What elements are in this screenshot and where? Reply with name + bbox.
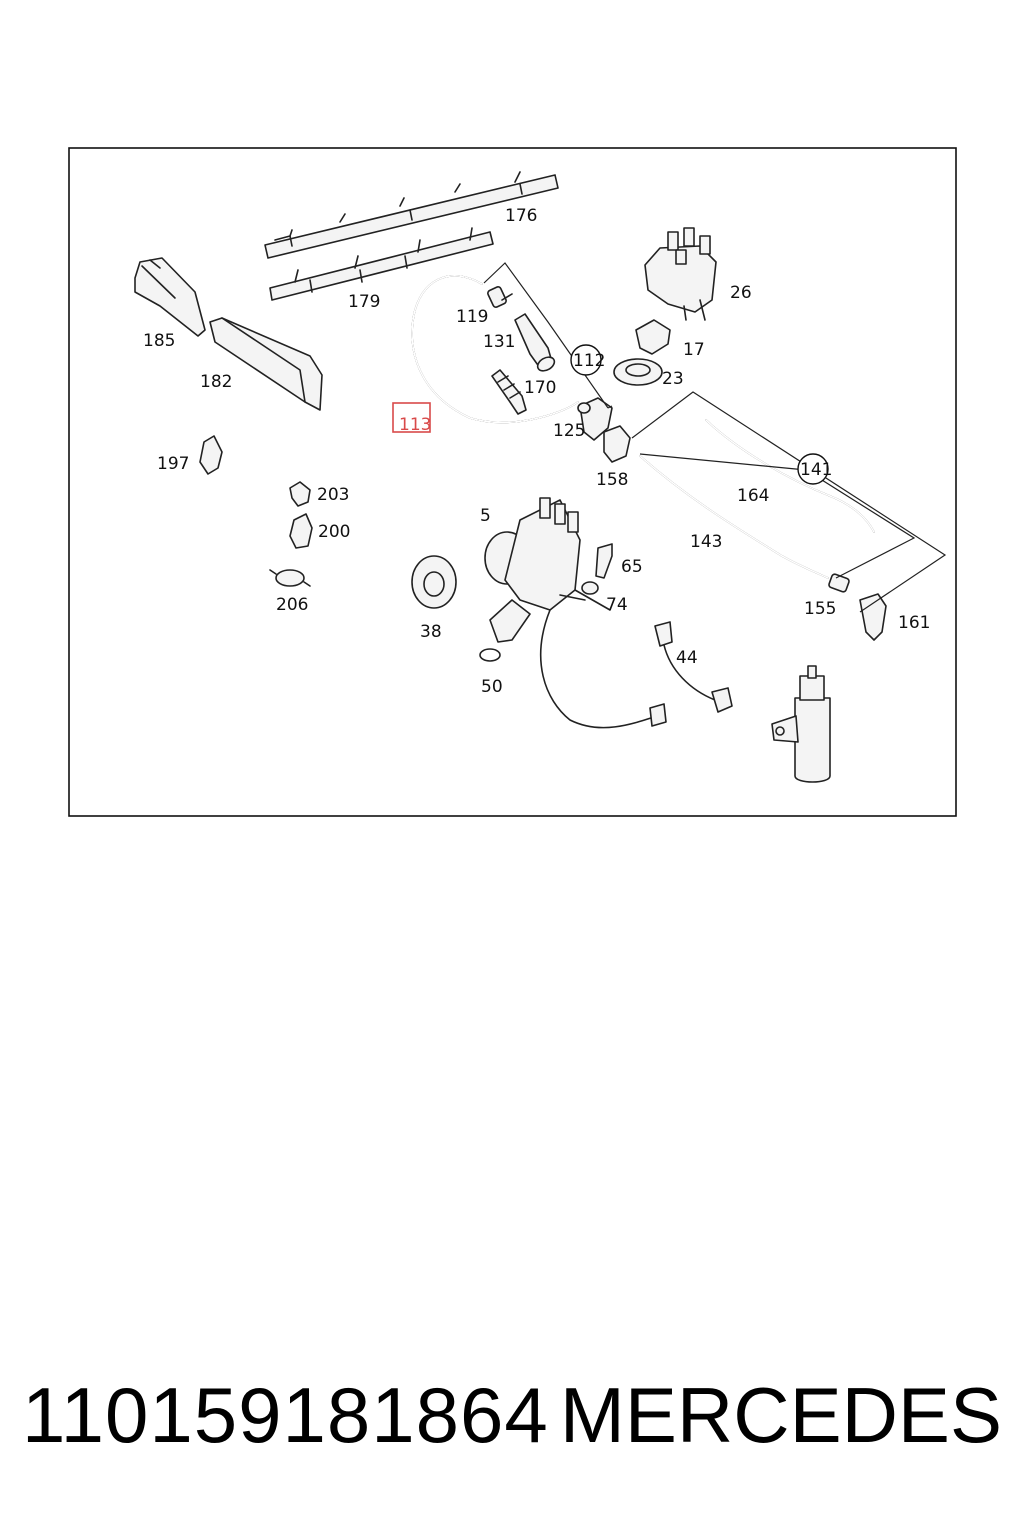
- part-182-cover[interactable]: [209, 317, 323, 411]
- label-197[interactable]: 197: [157, 454, 189, 474]
- label-206[interactable]: 206: [276, 595, 308, 615]
- label-119[interactable]: 119: [456, 307, 488, 327]
- part-74-washer[interactable]: [581, 581, 599, 595]
- part-23-gasket[interactable]: [613, 358, 663, 386]
- brand-name: MERCEDES: [559, 1371, 1002, 1459]
- label-113[interactable]: 113: [399, 415, 431, 435]
- label-50[interactable]: 50: [481, 677, 503, 697]
- part-155-nipple[interactable]: [828, 573, 850, 593]
- label-161[interactable]: 161: [898, 613, 930, 633]
- caption: 110159181864 MERCEDES: [0, 1370, 1024, 1470]
- part-131[interactable]: [514, 313, 557, 374]
- part-185-cover[interactable]: [134, 257, 206, 337]
- part-distributor-wire[interactable]: [539, 609, 661, 729]
- part-65-bolt[interactable]: [595, 543, 613, 579]
- highlight-box-113: [392, 402, 431, 433]
- label-170[interactable]: 170: [524, 378, 556, 398]
- label-158[interactable]: 158: [596, 470, 628, 490]
- label-65[interactable]: 65: [621, 557, 643, 577]
- part-119[interactable]: [487, 286, 513, 308]
- label-164[interactable]: 164: [737, 486, 769, 506]
- part-176-rail[interactable]: [264, 171, 559, 259]
- label-203[interactable]: 203: [317, 485, 349, 505]
- label-112[interactable]: 112: [573, 351, 605, 371]
- label-74[interactable]: 74: [606, 595, 628, 615]
- label-185[interactable]: 185: [143, 331, 175, 351]
- part-206-clamp[interactable]: [269, 569, 311, 587]
- part-158-connector[interactable]: [603, 425, 631, 463]
- part-number: 110159181864: [22, 1371, 549, 1459]
- label-17[interactable]: 17: [683, 340, 705, 360]
- label-176[interactable]: 176: [505, 206, 537, 226]
- label-155[interactable]: 155: [804, 599, 836, 619]
- part-26-distributor-cap[interactable]: [644, 227, 717, 321]
- label-143[interactable]: 143: [690, 532, 722, 552]
- label-131[interactable]: 131: [483, 332, 515, 352]
- part-50-oring[interactable]: [479, 648, 501, 662]
- part-ignition-coil[interactable]: [771, 665, 831, 783]
- label-141[interactable]: 141: [800, 460, 832, 480]
- label-125[interactable]: 125: [553, 421, 585, 441]
- label-23[interactable]: 23: [662, 369, 684, 389]
- part-125-connector[interactable]: [577, 397, 613, 441]
- part-203-clip[interactable]: [289, 481, 311, 507]
- label-38[interactable]: 38: [420, 622, 442, 642]
- part-179-rail[interactable]: [269, 227, 494, 301]
- label-200[interactable]: 200: [318, 522, 350, 542]
- callout-141[interactable]: [797, 453, 829, 485]
- part-161-sensor[interactable]: [859, 593, 887, 641]
- part-5-distributor[interactable]: [484, 497, 611, 643]
- label-5[interactable]: 5: [480, 506, 491, 526]
- part-17-rotor[interactable]: [635, 319, 671, 355]
- part-38-vacuum-unit[interactable]: [411, 555, 457, 609]
- part-200-clip[interactable]: [289, 513, 313, 549]
- part-170-spark-plug[interactable]: [491, 369, 527, 415]
- label-182[interactable]: 182: [200, 372, 232, 392]
- label-26[interactable]: 26: [730, 283, 752, 303]
- callout-112[interactable]: [570, 344, 602, 376]
- label-179[interactable]: 179: [348, 292, 380, 312]
- label-44[interactable]: 44: [676, 648, 698, 668]
- part-44-sensor-cable[interactable]: [649, 621, 733, 727]
- part-197-clip[interactable]: [199, 435, 223, 475]
